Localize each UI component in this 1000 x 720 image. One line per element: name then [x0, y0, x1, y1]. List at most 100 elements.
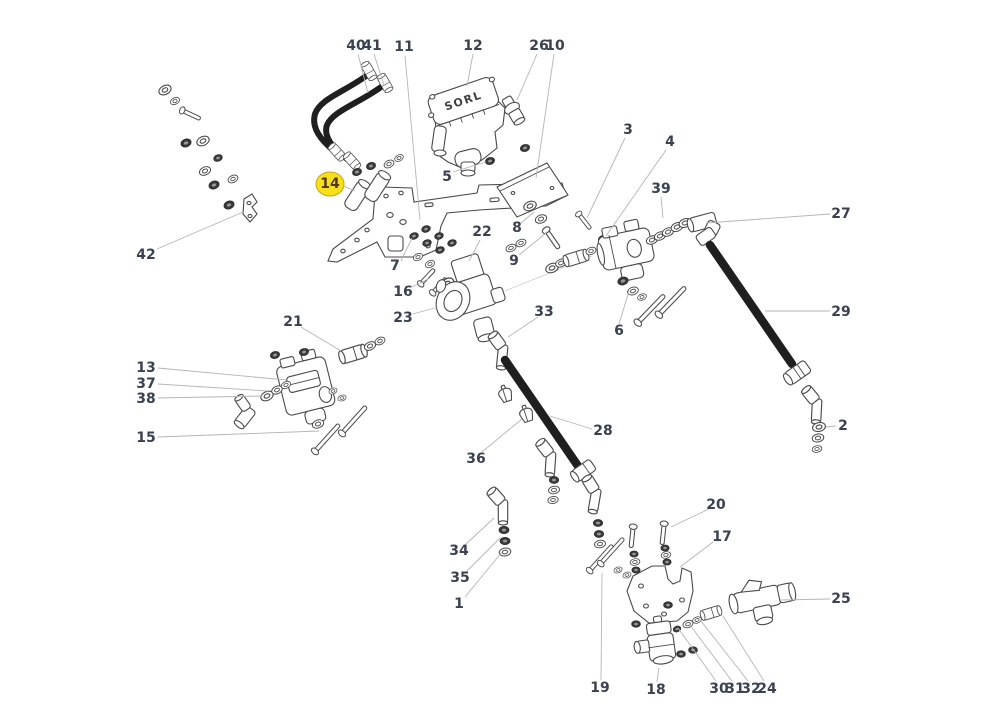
callout-38[interactable]: 38 — [136, 391, 155, 407]
callout-37[interactable]: 37 — [136, 376, 155, 392]
leader-line-5 — [452, 161, 487, 173]
callout-28[interactable]: 28 — [593, 423, 612, 439]
callout-40[interactable]: 40 — [346, 38, 366, 54]
callout-42[interactable]: 42 — [136, 247, 155, 263]
leader-line-6 — [618, 290, 630, 325]
leader-line-18 — [656, 667, 660, 683]
callout-21[interactable]: 21 — [283, 314, 302, 330]
leader-line-38 — [157, 395, 263, 399]
leader-line-4 — [605, 149, 667, 237]
part-hardware-42 — [156, 82, 258, 223]
leader-line-26 — [516, 53, 538, 101]
parts-artwork: SORL — [156, 59, 827, 665]
part-bolts-20 — [626, 520, 672, 574]
callout-36[interactable]: 36 — [466, 451, 485, 467]
leader-line-13 — [157, 367, 287, 381]
part-filter-18 — [633, 615, 698, 665]
callout-10[interactable]: 10 — [545, 38, 565, 54]
callout-25[interactable]: 25 — [831, 591, 850, 607]
part-cover-plate-10 — [496, 162, 569, 218]
leader-line-35 — [466, 537, 501, 572]
leader-line-8 — [520, 211, 535, 224]
callout-12[interactable]: 12 — [463, 38, 482, 54]
callout-23[interactable]: 23 — [393, 310, 412, 326]
leader-line-23 — [412, 306, 439, 315]
leader-line-16 — [411, 277, 431, 288]
callout-6[interactable]: 6 — [614, 323, 624, 339]
leader-line-22 — [468, 239, 481, 262]
callout-11[interactable]: 11 — [394, 39, 413, 55]
callout-9[interactable]: 9 — [509, 253, 519, 269]
leader-line-12 — [466, 53, 474, 87]
callout-5[interactable]: 5 — [442, 169, 452, 185]
leader-line-30 — [677, 627, 717, 682]
callout-2[interactable]: 2 — [838, 418, 848, 434]
callout-3[interactable]: 3 — [623, 122, 633, 138]
leader-line-25 — [779, 598, 831, 601]
callout-39[interactable]: 39 — [651, 181, 670, 197]
part-relay-valve-22 — [435, 253, 506, 343]
leader-line-28 — [549, 415, 593, 430]
part-valve-13-group — [233, 335, 387, 457]
leader-line-36 — [481, 418, 523, 453]
callout-14[interactable]: 14 — [320, 176, 340, 192]
leader-line-40 — [357, 53, 369, 94]
callout-22[interactable]: 22 — [472, 224, 491, 240]
callout-32[interactable]: 32 — [741, 681, 760, 697]
callout-19[interactable]: 19 — [590, 680, 609, 696]
callout-30[interactable]: 30 — [709, 681, 729, 697]
leader-line-21 — [300, 326, 342, 352]
callout-15[interactable]: 15 — [136, 430, 155, 446]
leader-line-9 — [518, 232, 547, 256]
callout-7[interactable]: 7 — [390, 258, 400, 274]
leader-line-34 — [465, 517, 495, 545]
leader-line-14 — [343, 185, 356, 192]
callout-8[interactable]: 8 — [512, 220, 522, 236]
callout-1[interactable]: 1 — [454, 596, 464, 612]
callout-34[interactable]: 34 — [449, 543, 469, 559]
callout-20[interactable]: 20 — [706, 497, 726, 513]
highlight-ellipse-14 — [315, 171, 345, 197]
leader-line-41 — [373, 53, 385, 86]
part-elbow-2-group — [797, 382, 827, 454]
leader-line-1 — [464, 551, 503, 598]
leader-line-31 — [689, 624, 733, 682]
leader-line-11 — [404, 55, 421, 221]
callout-35[interactable]: 35 — [450, 570, 469, 586]
callout-27[interactable]: 27 — [831, 206, 850, 222]
callout-17[interactable]: 17 — [712, 529, 731, 545]
leader-line-15 — [157, 430, 320, 438]
callout-13[interactable]: 13 — [136, 360, 155, 376]
callout-24[interactable]: 24 — [757, 681, 777, 697]
leader-line-7 — [400, 237, 413, 262]
leader-line-20 — [670, 508, 710, 528]
leader-line-24 — [722, 615, 765, 682]
leader-line-2 — [825, 425, 837, 428]
leader-line-17 — [679, 541, 714, 568]
callout-4[interactable]: 4 — [665, 134, 675, 150]
leader-line-37 — [157, 383, 269, 392]
callout-26[interactable]: 26 — [529, 38, 548, 54]
part-valve-25 — [728, 579, 797, 626]
callout-16[interactable]: 16 — [393, 284, 412, 300]
part-elbow-stack-34-35-1 — [484, 484, 512, 558]
callout-18[interactable]: 18 — [646, 682, 665, 698]
part-hoses-40-41 — [311, 59, 405, 178]
part-hose-28 — [500, 355, 596, 483]
part-valve-3-4-group — [504, 209, 693, 329]
callout-31[interactable]: 31 — [725, 681, 744, 697]
callout-29[interactable]: 29 — [831, 304, 850, 320]
leader-line-3 — [586, 137, 626, 219]
callout-41[interactable]: 41 — [362, 38, 381, 54]
part-bracket-17 — [626, 565, 694, 628]
part-elbow-stack-a — [531, 435, 561, 505]
part-main-valve-12: SORL — [427, 76, 506, 177]
part-elbow-stack-b — [574, 471, 607, 550]
callout-33[interactable]: 33 — [534, 304, 553, 320]
leader-line-27 — [705, 213, 831, 224]
leader-line-39 — [660, 196, 664, 219]
leader-line-33 — [507, 316, 539, 338]
